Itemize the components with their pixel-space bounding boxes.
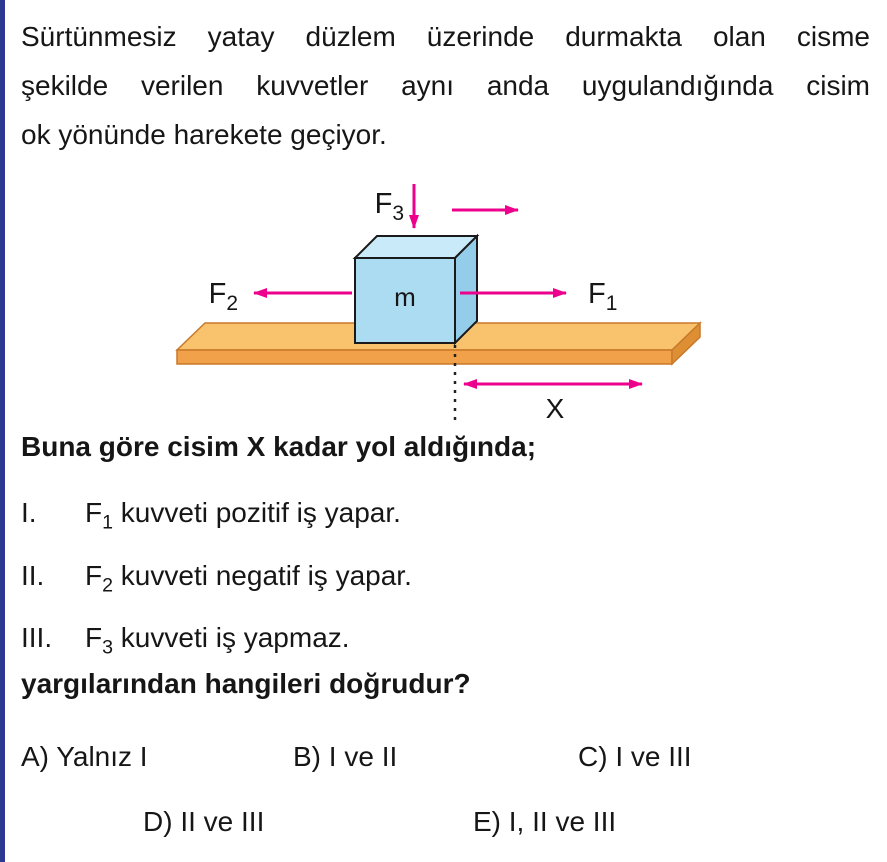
statement-rest: kuvveti pozitif iş yapar. — [120, 497, 401, 528]
mass-block: m — [352, 233, 480, 346]
question-intro: Sürtünmesiz yatay düzlem üzerinde durmak… — [21, 12, 870, 159]
force-f1-label: F1 — [588, 278, 617, 315]
intro-line: Sürtünmesiz yatay düzlem üzerinde durmak… — [21, 21, 870, 52]
statement-rest: kuvveti iş yapmaz. — [120, 622, 350, 654]
option-b: B) I ve II — [293, 741, 398, 772]
force-subscript: 3 — [102, 636, 114, 659]
left-accent-bar — [0, 0, 5, 862]
statement-item: II. F2 kuvveti negatif iş yapar. — [21, 560, 866, 598]
force-symbol: F — [209, 278, 227, 310]
option-a: A) Yalnız I — [21, 741, 148, 772]
force-subscript: 3 — [392, 202, 404, 225]
distance-x-label: X — [546, 393, 565, 424]
physics-figure: m F3 F2 F1 X — [0, 170, 887, 432]
mass-label: m — [394, 282, 416, 312]
force-symbol: F — [85, 622, 103, 654]
plank-end-face — [671, 321, 701, 366]
intro-line: şekilde verilen kuvvetler aynı anda uygu… — [21, 70, 870, 101]
statement-item: III. F3 kuvveti iş yapmaz. — [21, 622, 866, 660]
option-c: C) I ve III — [578, 741, 692, 772]
cube-front-face — [354, 257, 456, 344]
force-f3-label: F3 — [375, 188, 404, 225]
question-prompt-mid: Buna göre cisim X kadar yol aldığında; — [21, 431, 537, 462]
force-subscript: 2 — [226, 292, 238, 315]
option-e: E) I, II ve III — [473, 806, 617, 837]
force-symbol: F — [85, 559, 103, 591]
statement-text: F1 kuvveti pozitif iş yapar. — [85, 497, 866, 535]
statement-rest: kuvveti negatif iş yapar. — [120, 559, 412, 591]
question-prompt-final: yargılarından hangileri doğrudur? — [21, 668, 471, 699]
force-symbol: F — [588, 278, 606, 310]
force-subscript: 1 — [102, 511, 114, 534]
statement-list: I. F1 kuvveti pozitif iş yapar. II. F2 k… — [21, 497, 866, 685]
statement-text: F3 kuvveti iş yapmaz. — [85, 622, 866, 660]
plank-front-face — [176, 349, 673, 365]
physics-diagram: m F3 F2 F1 X — [175, 184, 702, 426]
force-symbol: F — [85, 497, 103, 528]
force-f2-label: F2 — [209, 278, 238, 315]
statement-numeral: I. — [21, 497, 37, 528]
force-subscript: 1 — [606, 292, 618, 315]
option-d: D) II ve III — [143, 806, 265, 837]
statement-numeral: II. — [21, 559, 45, 591]
statement-item: I. F1 kuvveti pozitif iş yapar. — [21, 497, 866, 535]
intro-line: ok yönünde harekete geçiyor. — [21, 119, 387, 150]
force-subscript: 2 — [102, 574, 114, 597]
statement-numeral: III. — [21, 622, 53, 654]
force-symbol: F — [375, 188, 393, 220]
statement-text: F2 kuvveti negatif iş yapar. — [85, 560, 866, 598]
